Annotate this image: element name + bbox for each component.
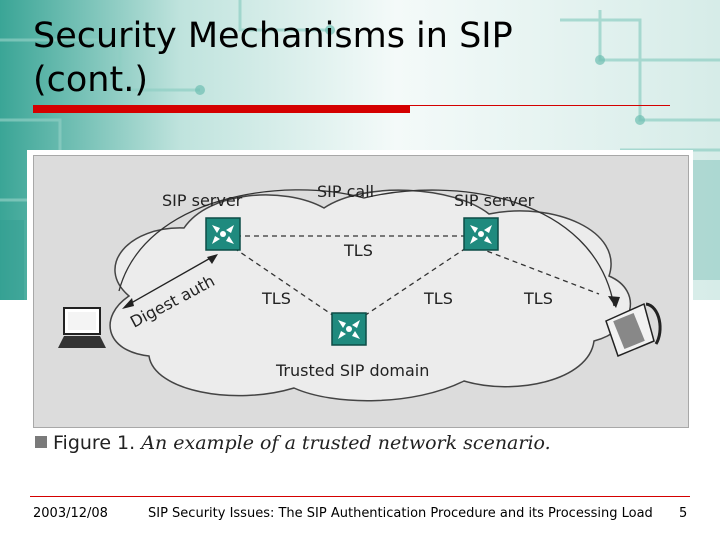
sip-server-left bbox=[205, 217, 241, 251]
phone-icon bbox=[605, 302, 662, 357]
title-underline-thick bbox=[33, 105, 410, 113]
server-right-label: SIP server bbox=[454, 191, 535, 210]
footer-subtitle: SIP Security Issues: The SIP Authenticat… bbox=[148, 506, 653, 521]
sip-call-label: SIP call bbox=[317, 182, 374, 201]
tls-left-label: TLS bbox=[261, 289, 291, 308]
figure-caption: Figure 1. An example of a trusted networ… bbox=[35, 432, 551, 454]
tls-center-label: TLS bbox=[343, 241, 373, 260]
sip-call-arrowhead bbox=[608, 296, 620, 308]
digest-arrowhead-right bbox=[207, 254, 218, 264]
footer-date: 2003/12/08 bbox=[33, 506, 108, 521]
tls-right-label: TLS bbox=[523, 289, 553, 308]
title-line-2: (cont.) bbox=[33, 60, 148, 100]
trusted-domain-label: Trusted SIP domain bbox=[275, 361, 429, 380]
sip-server-right bbox=[463, 217, 499, 251]
title-underline-thin bbox=[410, 105, 670, 106]
caption-text: An example of a trusted network scenario… bbox=[141, 432, 551, 454]
sip-call-arc bbox=[118, 189, 615, 307]
laptop-icon bbox=[58, 307, 106, 348]
digest-arrow bbox=[125, 255, 215, 307]
caption-bullet bbox=[35, 436, 47, 448]
figure-panel: SIP server SIP server SIP call TLS TLS T… bbox=[27, 150, 693, 462]
diagram-frame: SIP server SIP server SIP call TLS TLS T… bbox=[33, 155, 689, 428]
sip-server-trusted bbox=[331, 312, 367, 346]
tls-link-mid bbox=[363, 247, 467, 317]
tls-mid-label: TLS bbox=[423, 289, 453, 308]
digest-arrowhead-left bbox=[122, 298, 134, 309]
server-left-label: SIP server bbox=[162, 191, 243, 210]
tls-link-right bbox=[478, 247, 600, 295]
page-number: 5 bbox=[679, 506, 688, 521]
title-line-1: Security Mechanisms in SIP bbox=[33, 16, 513, 56]
network-diagram: SIP server SIP server SIP call TLS TLS T… bbox=[58, 182, 662, 402]
tls-link-left bbox=[233, 247, 335, 317]
caption-prefix: Figure 1. bbox=[53, 432, 136, 454]
footer-divider bbox=[30, 496, 690, 497]
slide-title: Security Mechanisms in SIP (cont.) bbox=[33, 14, 633, 102]
